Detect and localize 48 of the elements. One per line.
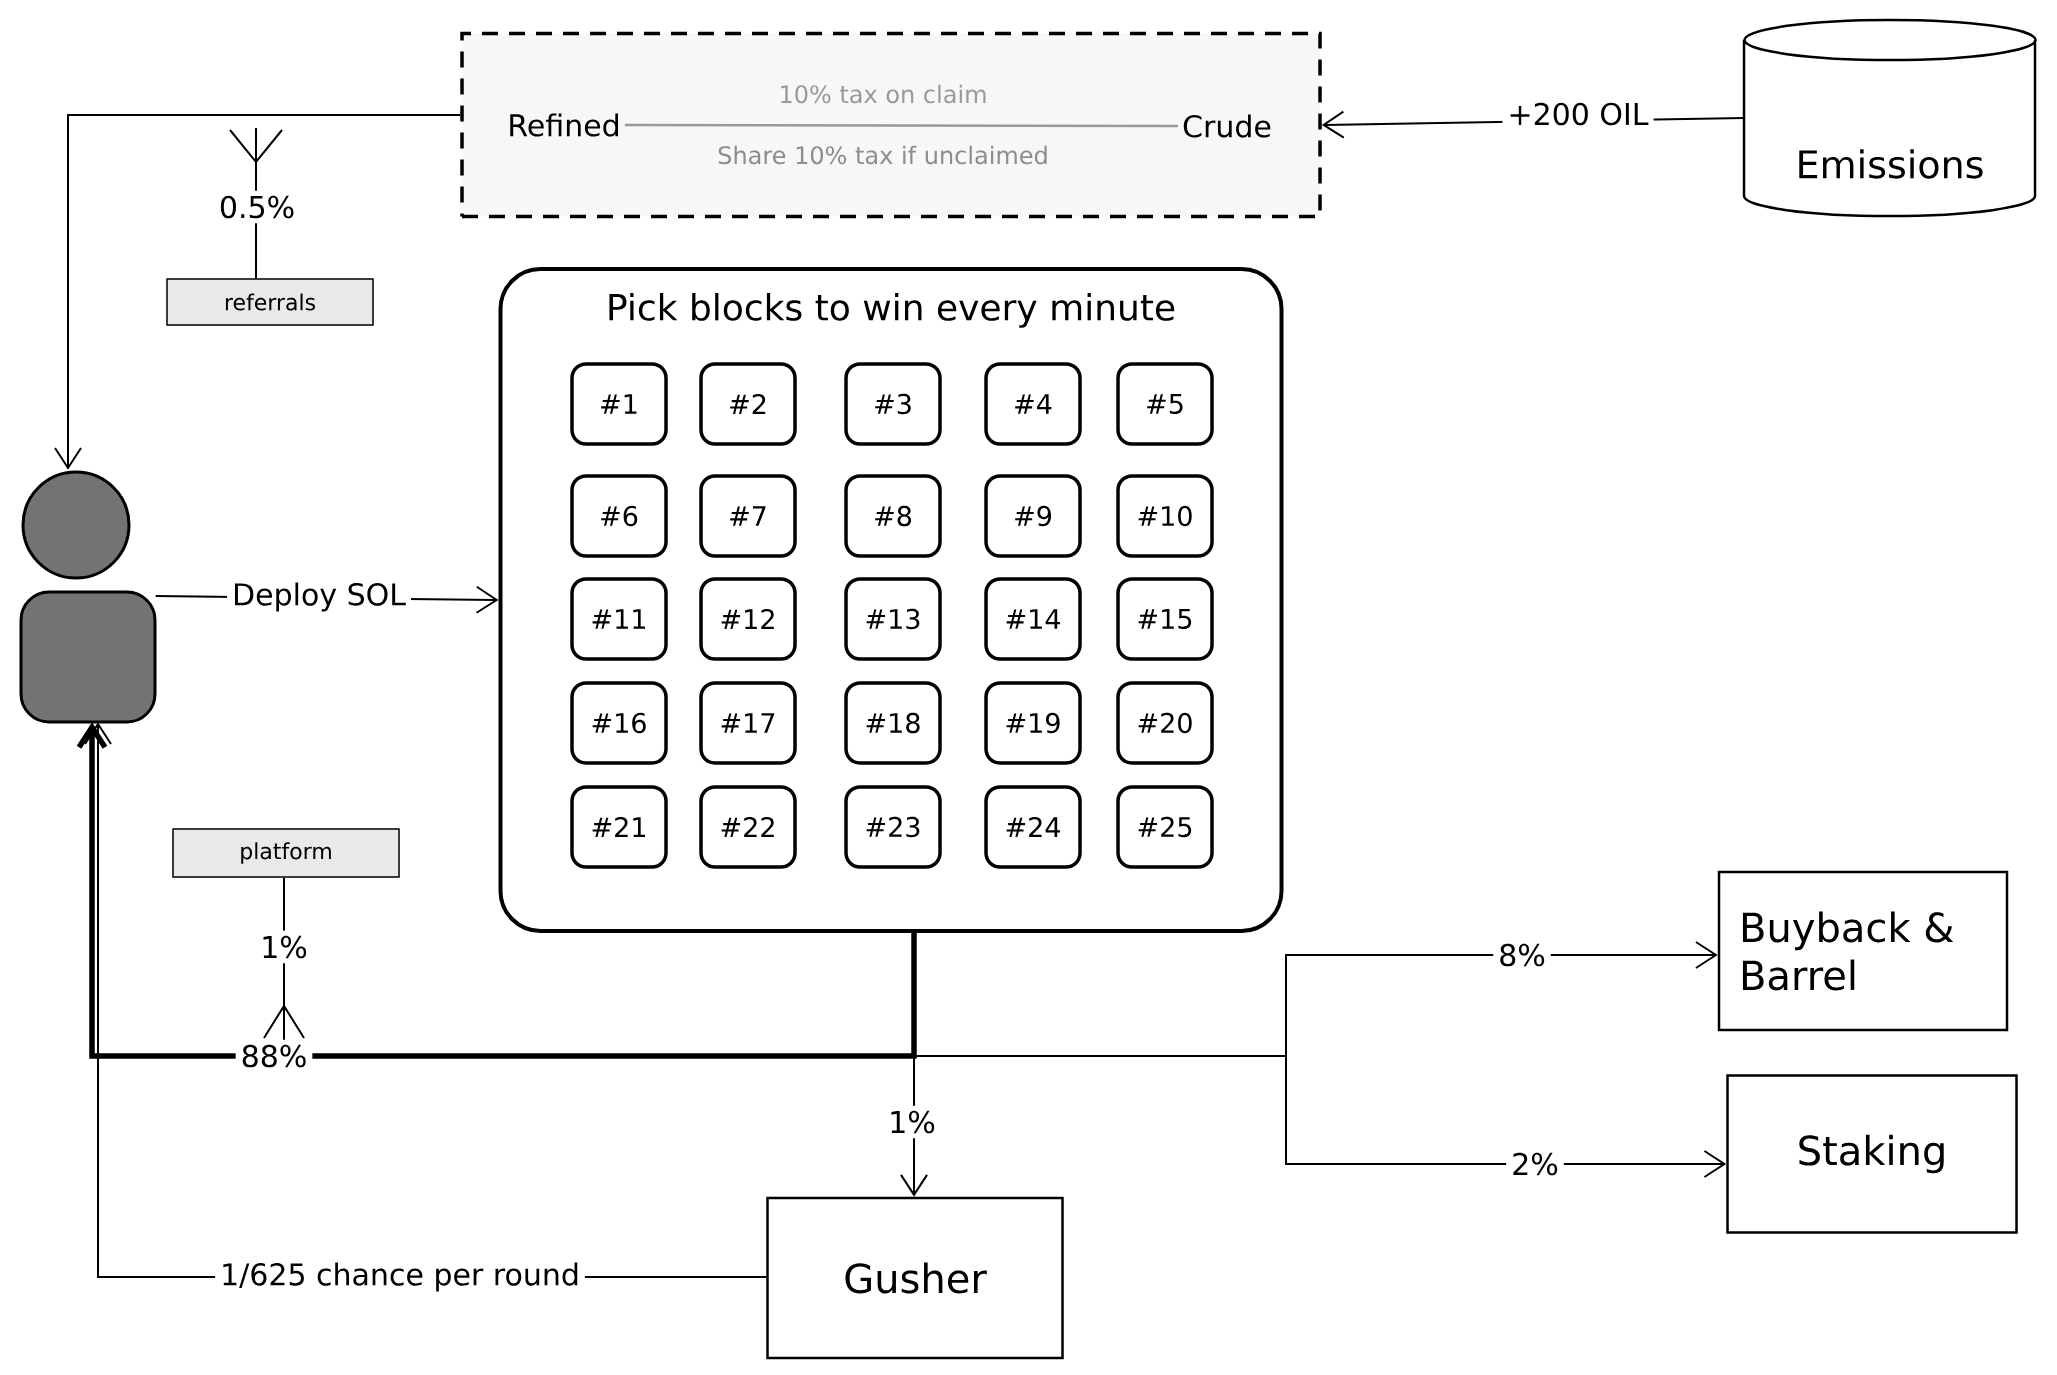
block-tile: #11	[570, 577, 668, 661]
block-tile: #25	[1116, 785, 1214, 869]
process-box: Buyback & Barrel	[1717, 870, 2009, 1032]
process-box: Gusher	[766, 1196, 1064, 1360]
block-tile: #7	[699, 474, 797, 558]
block-tile: #4	[984, 362, 1082, 446]
block-tile: #23	[844, 785, 942, 869]
cylinder: Emissions	[1742, 18, 2037, 218]
block-tile: #6	[570, 474, 668, 558]
process-box: Staking	[1726, 1074, 2018, 1234]
text-label: Refined	[510, 113, 618, 137]
person-icon	[19, 470, 157, 724]
block-tile: #1	[570, 362, 668, 446]
block-tile: #9	[984, 474, 1082, 558]
edge-label: 88%	[235, 1039, 313, 1073]
edge-label: 1/625 chance per round	[215, 1257, 585, 1297]
edge-label: 2%	[1506, 1147, 1564, 1181]
edge-label: 0.5%	[213, 190, 301, 224]
block-tile: #21	[570, 785, 668, 869]
edge-label: Deploy SOL	[227, 577, 411, 617]
block-tile: #8	[844, 474, 942, 558]
block-tile: #19	[984, 681, 1082, 765]
block-tile: #13	[844, 577, 942, 661]
edge-label: 1%	[255, 930, 313, 964]
block-tile: #10	[1116, 474, 1214, 558]
text-label: Crude	[1183, 114, 1271, 138]
tag-box: referrals	[166, 278, 374, 326]
edge-label: 10% tax on claim	[781, 84, 986, 104]
block-tile: #5	[1116, 362, 1214, 446]
arrow	[54, 114, 462, 470]
block-tile: #12	[699, 577, 797, 661]
block-tile: #20	[1116, 681, 1214, 765]
dashed-box	[460, 31, 1322, 219]
edge-label: +200 OIL	[1502, 97, 1654, 131]
block-tile: #16	[570, 681, 668, 765]
tag-box: platform	[172, 828, 400, 878]
block-tile: #18	[844, 681, 942, 765]
edge-label: 1%	[883, 1105, 941, 1139]
block-tile: #22	[699, 785, 797, 869]
block-tile: #24	[984, 785, 1082, 869]
edge-label: 8%	[1493, 938, 1551, 972]
block-tile: #2	[699, 362, 797, 446]
note-label: Share 10% tax if unclaimed	[718, 145, 1047, 165]
block-tile: #3	[844, 362, 942, 446]
arrow	[76, 722, 917, 1059]
block-tile: #17	[699, 681, 797, 765]
block-tile: #15	[1116, 577, 1214, 661]
block-tile: #14	[984, 577, 1082, 661]
